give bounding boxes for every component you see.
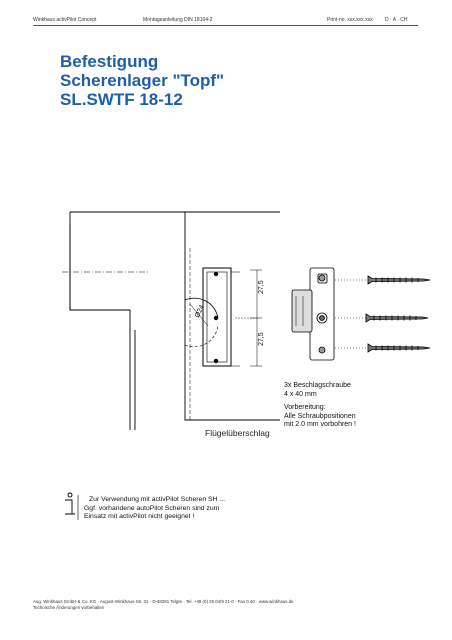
dim-upper-label: 27,5 <box>258 280 265 294</box>
fluegel-label: Flügelüberschlag <box>205 428 270 438</box>
title-line-2: Scherenlager "Topf" <box>60 71 225 90</box>
header-doc: Montageanleitung DIN 18104-2 <box>143 17 213 23</box>
footer-address: Aug. Winkhaus GmbH & Co. KG · August-Win… <box>33 599 294 604</box>
title-line-1: Befestigung <box>60 52 159 71</box>
preparation-note: Vorbereitung: Alle Schraubpositionen mit… <box>284 404 356 430</box>
info-line-1: Zur Verwendung mit activPilot Scheren SH… <box>89 496 225 503</box>
preparation-line-2: Alle Schraubpositionen <box>284 412 356 420</box>
info-note: Zur Verwendung mit activPilot Scheren SH… <box>84 496 262 522</box>
hinge-bearing <box>291 267 335 361</box>
header-divider <box>33 25 418 26</box>
screws-note: 3x Beschlagschraube 4 x 40 mm <box>284 382 351 399</box>
preparation-line-1: Vorbereitung: <box>284 404 326 411</box>
screws <box>335 275 431 353</box>
header-countries: D · A · CH <box>385 17 408 23</box>
pot-arc <box>184 297 219 319</box>
preparation-line-3: mit 2.0 mm vorbohren ! <box>284 421 356 428</box>
info-line-3: Einsatz mit activPilot nicht geeignet ! <box>84 513 195 520</box>
header-company: Winkhaus activPilot Concept <box>33 17 97 23</box>
info-line-2: Ggf. vorhandene autoPilot Scheren sind z… <box>84 504 220 512</box>
screw-holes <box>213 271 219 364</box>
header-print-no: Print-no. xxx.xxx.xxx <box>327 17 373 23</box>
screws-line-2: 4 x 40 mm <box>284 390 317 398</box>
page-title: Befestigung Scherenlager "Topf" SL.SWTF … <box>60 52 224 109</box>
screws-line-1: 3x Beschlagschraube <box>284 382 351 389</box>
footer-disclaimer: Technische Änderungen vorbehalten <box>33 605 105 610</box>
bearing-plate <box>202 267 232 367</box>
title-line-3: SL.SWTF 18-12 <box>60 90 183 109</box>
frame-profile <box>69 211 280 430</box>
dim-lower-label: 27,5 <box>258 332 265 346</box>
info-icon <box>65 492 79 520</box>
